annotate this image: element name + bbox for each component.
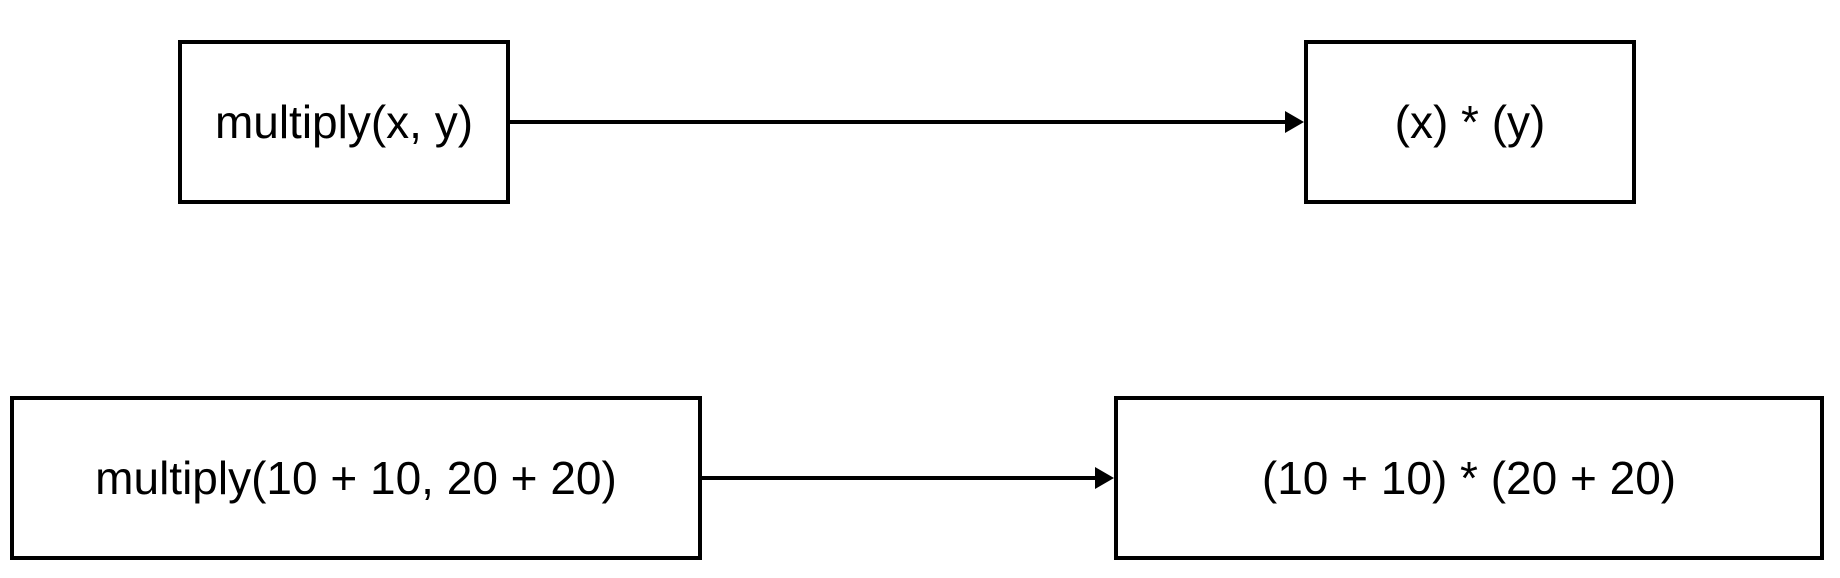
node-expansion-generic: (x) * (y) [1304, 40, 1636, 204]
node-label: (10 + 10) * (20 + 20) [1261, 451, 1677, 504]
node-label: multiply(x, y) [214, 95, 474, 148]
arrowhead-right-icon [1095, 467, 1114, 489]
arrowhead-right-icon [1285, 111, 1304, 133]
node-multiply-call-values: multiply(10 + 10, 20 + 20) [10, 396, 702, 560]
node-label: multiply(10 + 10, 20 + 20) [95, 451, 617, 504]
node-expansion-values: (10 + 10) * (20 + 20) [1114, 396, 1824, 560]
arrow-connector-row2 [702, 476, 1097, 480]
arrow-connector-row1 [510, 120, 1287, 124]
node-multiply-call-generic: multiply(x, y) [178, 40, 510, 204]
node-label: (x) * (y) [1394, 95, 1546, 148]
